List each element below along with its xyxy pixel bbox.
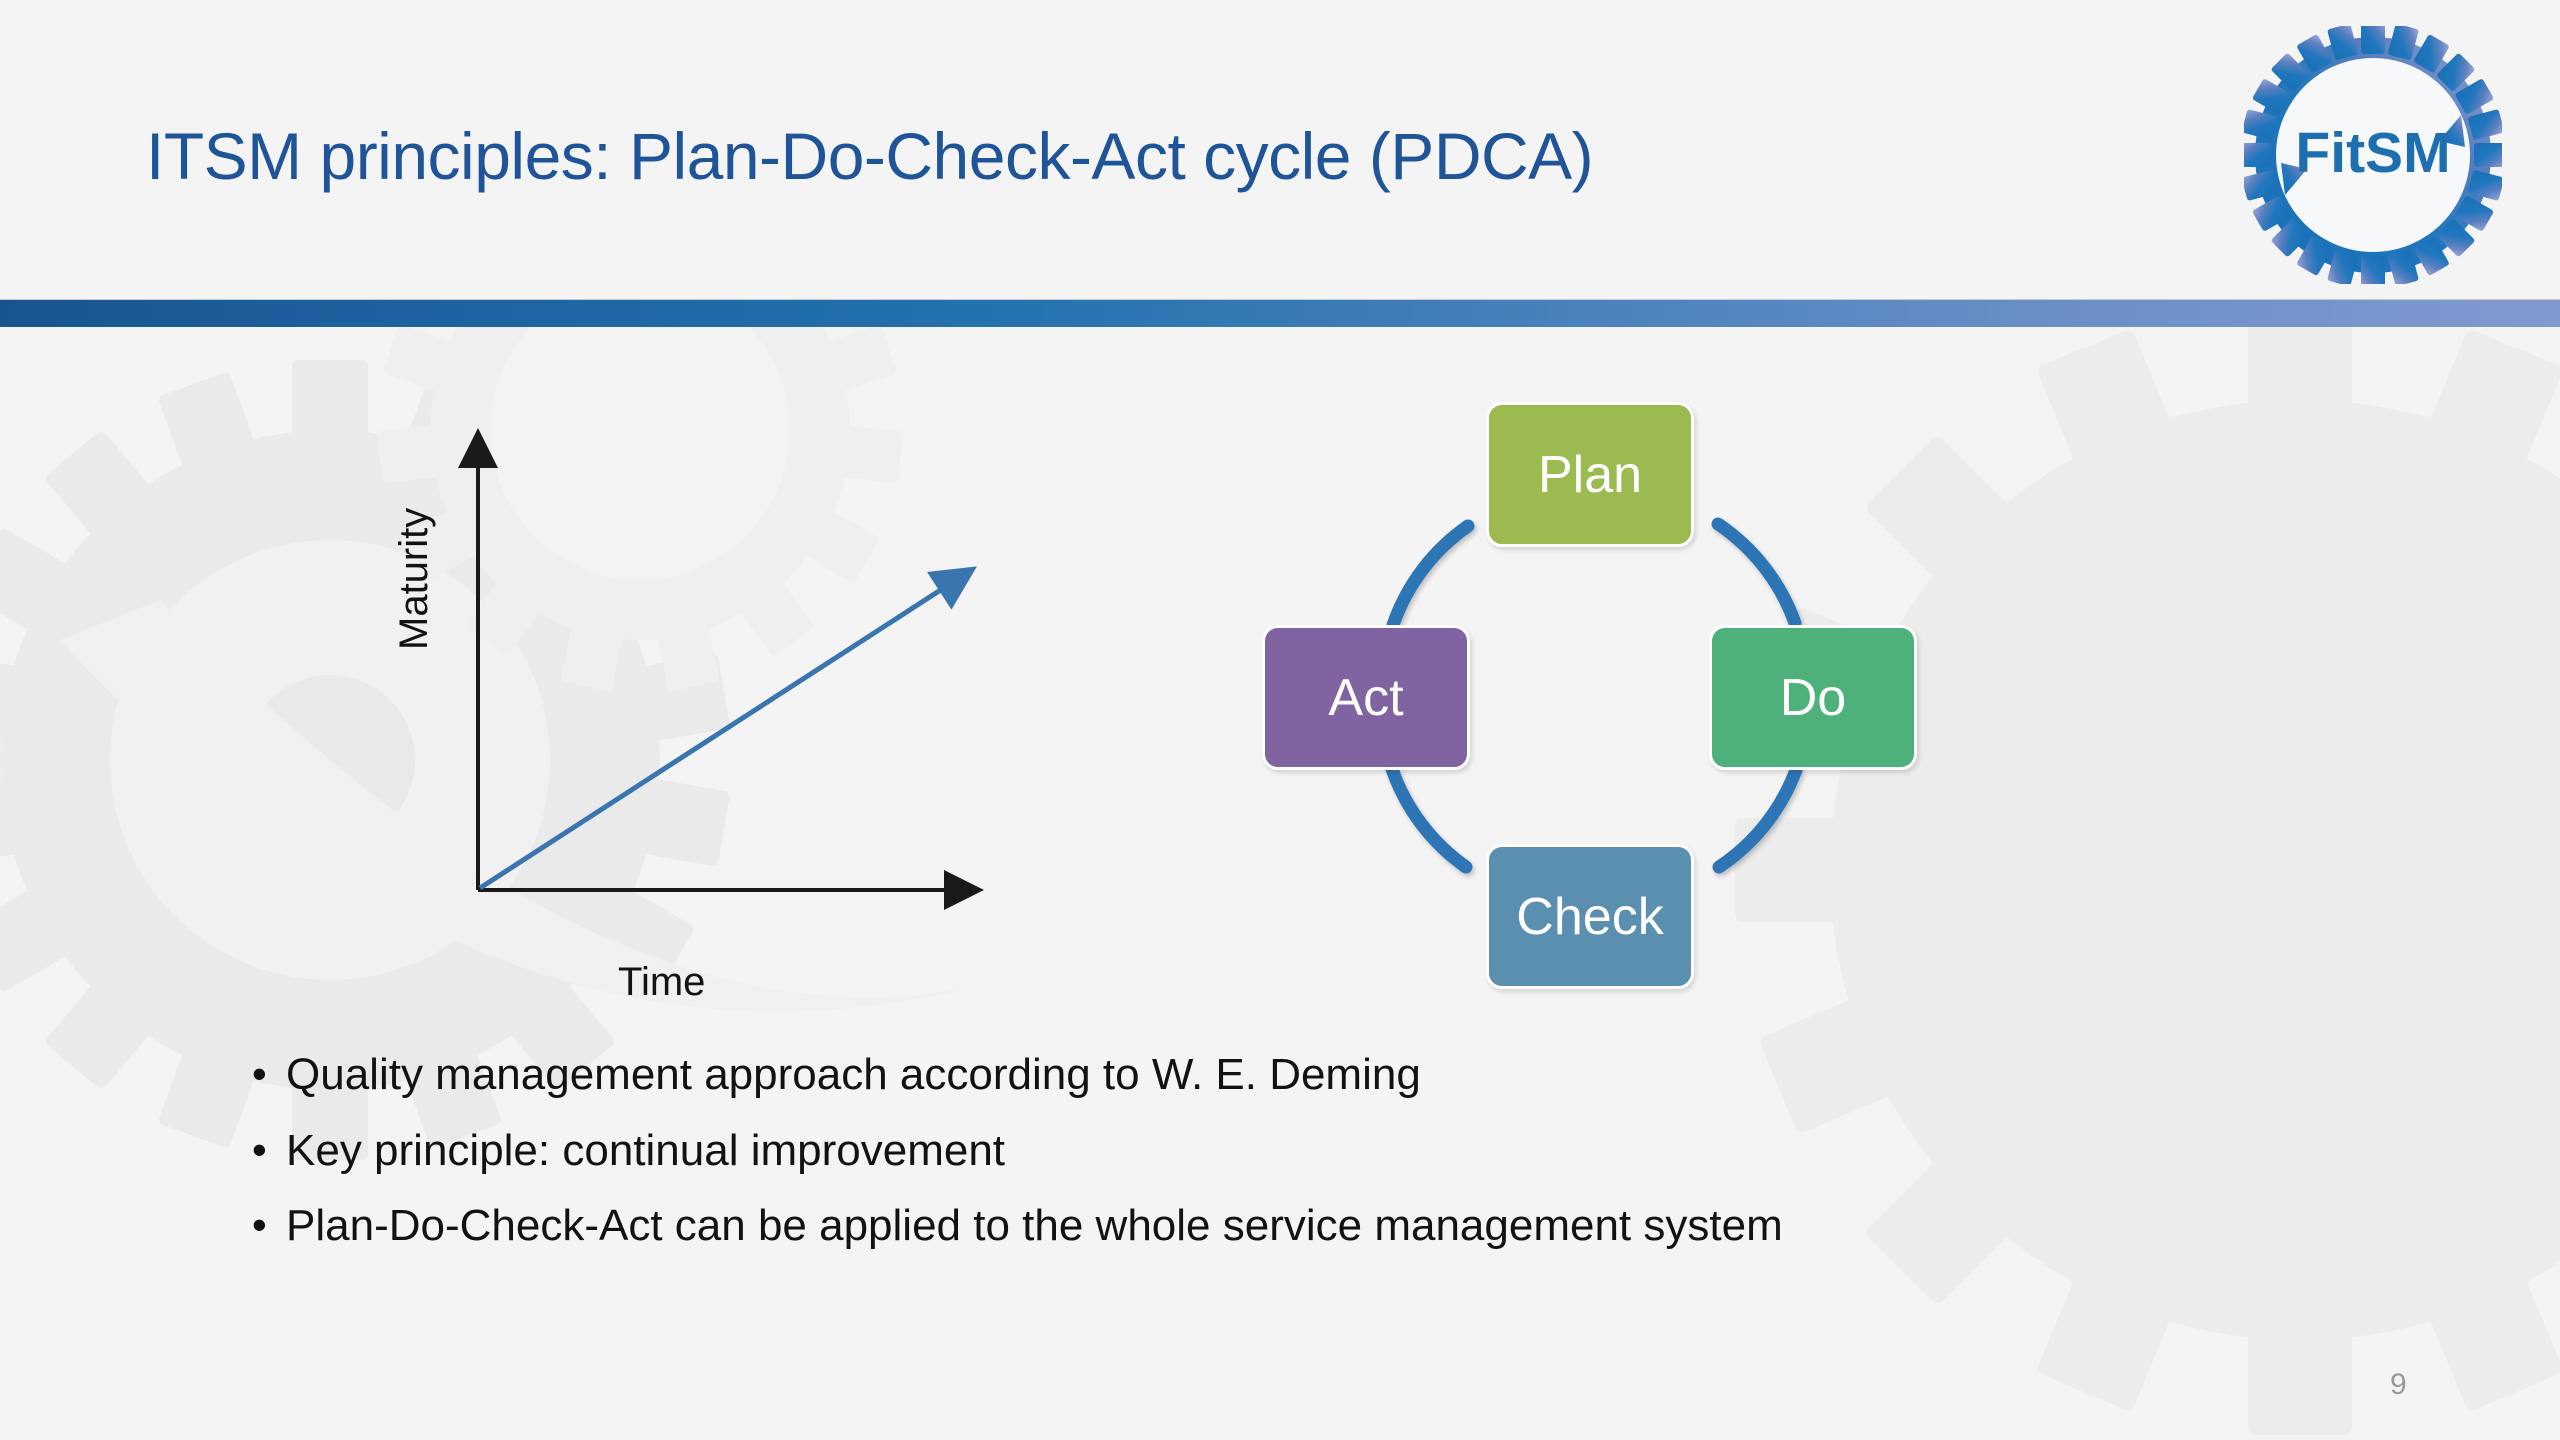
bullet-marker-icon: • xyxy=(252,1050,267,1097)
arc-plan-to-do xyxy=(1711,517,1802,630)
maturity-chart-svg xyxy=(458,428,984,910)
bullet-text: Key principle: continual improvement xyxy=(286,1125,1006,1175)
pdca-box-do[interactable]: Do xyxy=(1709,625,1917,770)
pdca-box-plan[interactable]: Plan xyxy=(1486,402,1694,547)
fitsm-logo-text: FitSM xyxy=(2295,121,2450,185)
arc-check-to-act xyxy=(1385,762,1473,874)
pdca-box-act[interactable]: Act xyxy=(1262,625,1470,770)
arc-do-to-check xyxy=(1712,763,1803,874)
bullet-list: • Quality management approach according … xyxy=(252,1050,2352,1277)
bullet-marker-icon: • xyxy=(252,1201,267,1249)
arc-act-to-plan xyxy=(1386,519,1475,632)
bullet-text: Quality management approach according to… xyxy=(286,1050,1421,1099)
pdca-cycle-diagram: Plan Do Check Act xyxy=(1250,380,1950,1000)
chart-data-line xyxy=(478,566,977,891)
slide-header: ITSM principles: Plan-Do-Check-Act cycle… xyxy=(0,0,2560,300)
pdca-box-check-label: Check xyxy=(1516,887,1664,946)
bullet-marker-icon: • xyxy=(252,1125,267,1173)
chart-x-axis-label: Time xyxy=(618,960,706,1004)
slide-number: 9 xyxy=(2390,1368,2407,1401)
page-title: ITSM principles: Plan-Do-Check-Act cycle… xyxy=(146,119,1594,193)
bullet-text: Plan-Do-Check-Act can be applied to the … xyxy=(286,1201,1783,1251)
list-item: • Key principle: continual improvement xyxy=(252,1126,2352,1177)
pdca-box-check[interactable]: Check xyxy=(1486,844,1694,989)
pdca-box-act-label: Act xyxy=(1328,668,1404,727)
maturity-chart: Maturity Time xyxy=(392,400,1020,1040)
chart-y-axis-label: Maturity xyxy=(392,507,436,650)
fitsm-logo-icon: FitSM xyxy=(2244,26,2502,284)
list-item: • Quality management approach according … xyxy=(252,1050,2352,1101)
pdca-box-plan-label: Plan xyxy=(1537,445,1643,504)
pdca-box-do-label: Do xyxy=(1779,668,1847,727)
header-divider-bar xyxy=(0,300,2560,327)
list-item: • Plan-Do-Check-Act can be applied to th… xyxy=(252,1201,2352,1252)
